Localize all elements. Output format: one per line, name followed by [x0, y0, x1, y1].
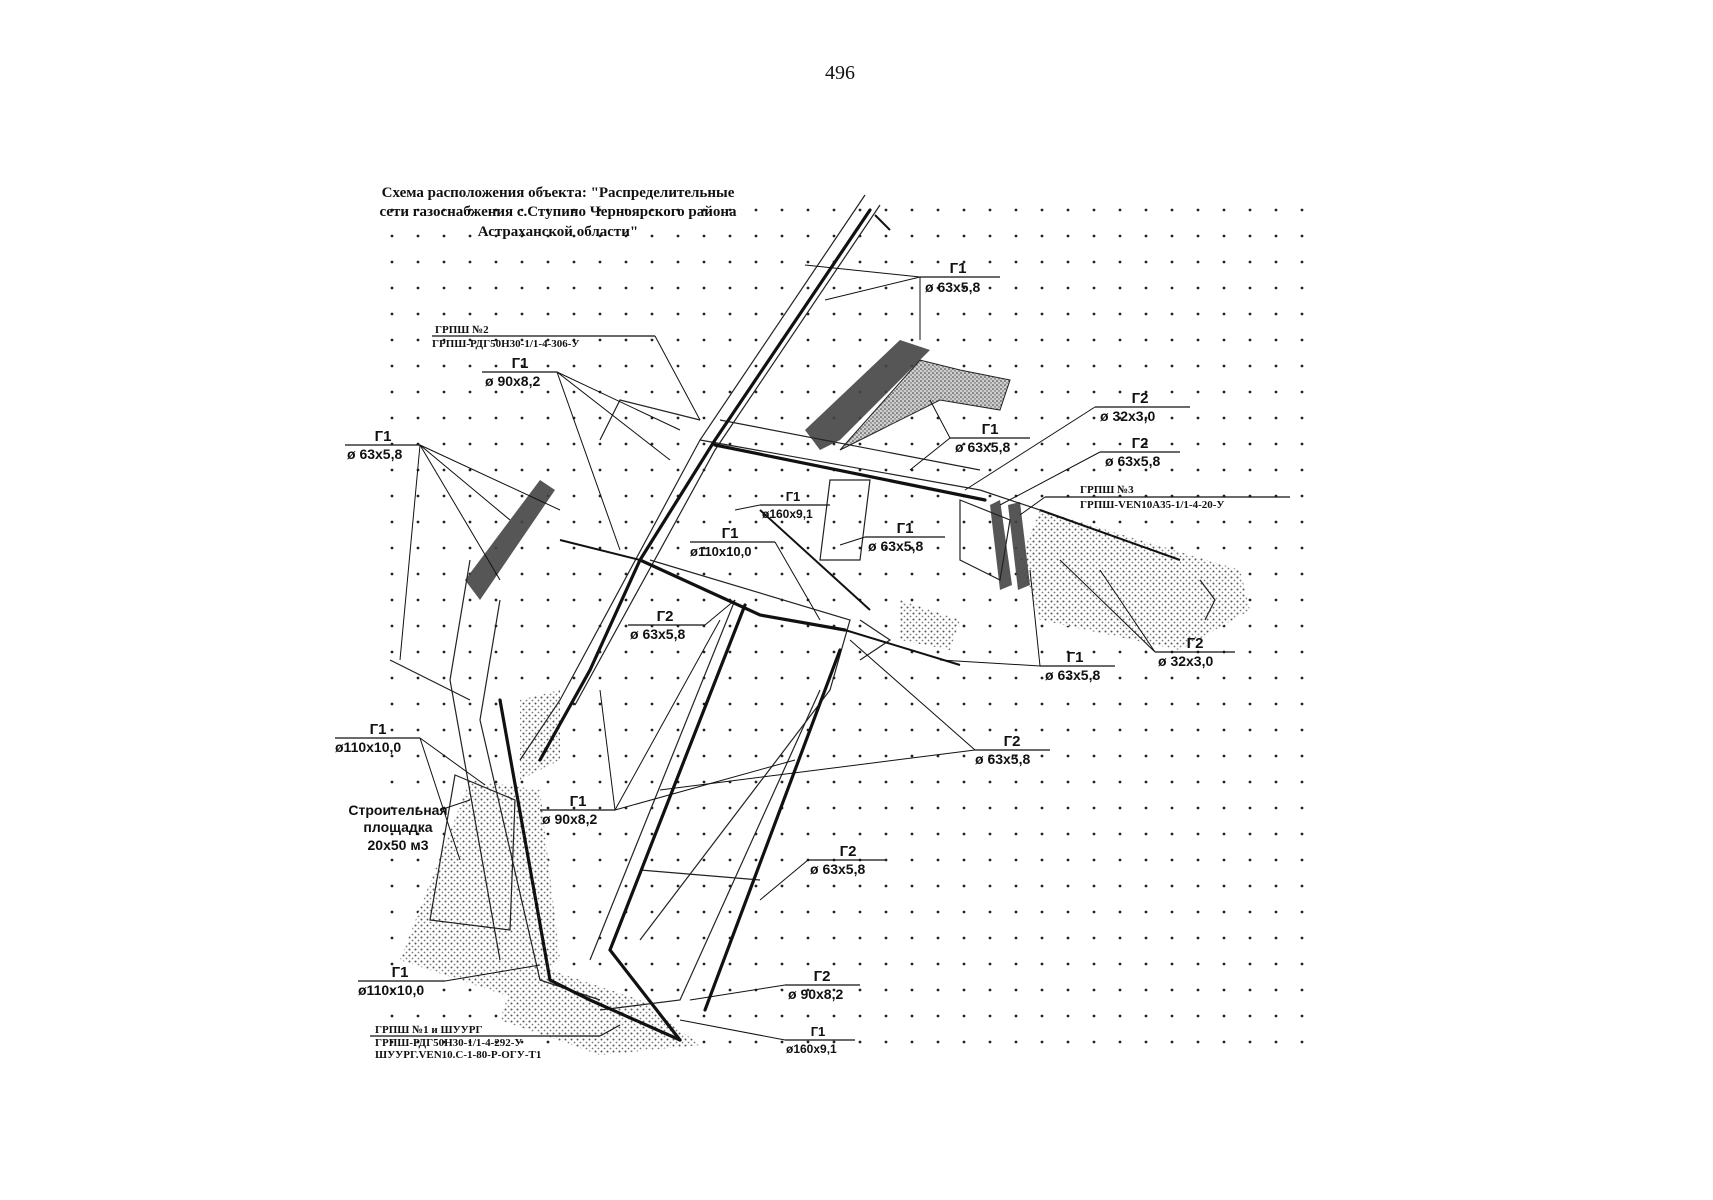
grpsh-1-label: ГРПШ №1 и ШУУРГ ГРПШ-РДГ50Н30-1/1-4-292-…	[370, 1024, 621, 1061]
pipe-label-type: Г1	[950, 260, 967, 277]
page-number: 496	[825, 62, 855, 84]
grpsh-2-title: ГРПШ №2	[435, 324, 489, 336]
pipe-label-p: Г2 ø 63х5,8	[759, 843, 885, 901]
shuurg-model: ШУУРГ.VEN10.C-1-80-Р-ОГУ-Т1	[375, 1049, 541, 1061]
pipe-label-type: Г1	[512, 355, 529, 372]
pipe-label-q: Г1 ø110х10,0	[358, 964, 541, 998]
title-line-2: сети газоснабжения с.Ступино Черноярског…	[379, 204, 737, 220]
pipe-label-a: Г1 ø 63х5,8	[804, 260, 1000, 340]
grpsh-3-title: ГРПШ №3	[1080, 484, 1134, 496]
pipe-label-size: ø 63х5,8	[810, 861, 865, 877]
pipe-label-h: Г1 ø110х10,0	[690, 525, 821, 621]
pipe-label-size: ø 32х3,0	[1100, 408, 1155, 424]
pipe-label-size: ø 63х5,8	[630, 626, 685, 642]
pipe-label-type: Г2	[814, 968, 831, 985]
pipe-label-type: Г1	[722, 525, 739, 542]
pipe-label-r: Г2 ø 90х8,2	[689, 968, 860, 1002]
pipe-labels: Г1 ø 63х5,8 Г1 ø 90х8,2 Г1 ø 63х5,8	[335, 260, 1235, 1056]
pipe-label-m: Г1 ø110х10,0	[335, 721, 486, 861]
pipe-label-size: ø 63х5,8	[1045, 667, 1100, 683]
construction-site-line-1: Строительная	[348, 802, 447, 818]
grpsh-3-label: ГРПШ №3 ГРПШ-VEN10A35-1/1-4-20-У	[1019, 484, 1290, 516]
pipe-label-type: Г2	[1132, 435, 1149, 452]
title-line-1: Схема расположения объекта: "Распределит…	[382, 185, 735, 201]
hatched-plots	[465, 340, 1030, 600]
pipe-label-type: Г1	[1067, 649, 1084, 666]
pipe-label-type: Г2	[840, 843, 857, 860]
pipe-label-g: Г1 ø160х9,1	[734, 489, 830, 521]
pipe-label-size: ø160х9,1	[786, 1042, 837, 1056]
pipe-label-b: Г1 ø 90х8,2	[482, 355, 681, 551]
map-title: Схема расположения объекта: "Распределит…	[379, 185, 737, 240]
pipe-label-j: Г2 ø 63х5,8	[628, 599, 736, 642]
pipe-label-size: ø 63х5,8	[1105, 453, 1160, 469]
grpsh-1-title: ГРПШ №1 и ШУУРГ	[375, 1024, 482, 1036]
pipe-label-type: Г1	[375, 428, 392, 445]
pipe-label-size: ø 90х8,2	[485, 373, 540, 389]
grpsh-3-model: ГРПШ-VEN10A35-1/1-4-20-У	[1080, 499, 1224, 511]
grpsh-2-label: ГРПШ №2 ГРПШ-РДГ50Н30-1/1-4-306-У	[432, 324, 701, 421]
pipe-label-c: Г1 ø 63х5,8	[345, 428, 561, 661]
construction-site-line-3: 20х50 м3	[368, 837, 429, 853]
grpsh-2-model: ГРПШ-РДГ50Н30-1/1-4-306-У	[432, 338, 579, 350]
construction-site-label: Строительная площадка 20х50 м3	[348, 799, 471, 853]
pipe-label-type: Г1	[370, 721, 387, 738]
pipe-label-type: Г1	[786, 489, 801, 504]
pipe-label-size: ø 63х5,8	[925, 279, 980, 295]
pipe-label-size: ø 63х5,8	[955, 439, 1010, 455]
pipe-label-type: Г1	[570, 793, 587, 810]
pipe-label-type: Г2	[1004, 733, 1021, 750]
grpsh-1-model: ГРПШ-РДГ50Н30-1/1-4-292-У	[375, 1037, 522, 1049]
pipe-label-type: Г1	[392, 964, 409, 981]
pipe-label-f: Г2 ø 63х5,8	[999, 435, 1180, 506]
pipe-label-l: Г2 ø 32х3,0	[1059, 559, 1235, 669]
pipe-label-type: Г1	[897, 520, 914, 537]
pipe-label-size: ø 90х8,2	[542, 811, 597, 827]
pipe-label-size: ø 90х8,2	[788, 986, 843, 1002]
pipe-label-o: Г1 ø 90х8,2	[540, 619, 796, 827]
road-outlines	[389, 194, 1216, 1011]
pipe-label-size: ø 63х5,8	[347, 446, 402, 462]
pipe-label-d: Г2 ø 32х3,0	[964, 390, 1190, 491]
pipe-label-e: Г1 ø 63х5,8	[909, 399, 1030, 471]
pipe-label-type: Г2	[657, 608, 674, 625]
pipe-label-size: ø110х10,0	[335, 739, 401, 755]
construction-site-line-2: площадка	[363, 819, 432, 835]
pipe-label-size: ø110х10,0	[358, 982, 424, 998]
pipe-label-type: Г2	[1187, 635, 1204, 652]
pipe-label-type: Г1	[811, 1024, 826, 1039]
pipe-label-size: ø110х10,0	[690, 544, 751, 559]
pipe-label-type: Г2	[1132, 390, 1149, 407]
pipe-label-size: ø 63х5,8	[868, 538, 923, 554]
title-line-3: Астраханской области"	[478, 224, 639, 240]
pipe-label-s: Г1 ø160х9,1	[679, 1019, 855, 1056]
pipe-label-size: ø 63х5,8	[975, 751, 1030, 767]
pipe-label-size: ø 32х3,0	[1158, 653, 1213, 669]
pipe-label-i: Г1 ø 63х5,8	[839, 520, 945, 554]
pipe-label-size: ø160х9,1	[762, 507, 813, 521]
pipe-label-k: Г1 ø 63х5,8	[939, 569, 1115, 683]
gas-pipelines	[498, 208, 1181, 1042]
pipe-label-type: Г1	[982, 421, 999, 438]
